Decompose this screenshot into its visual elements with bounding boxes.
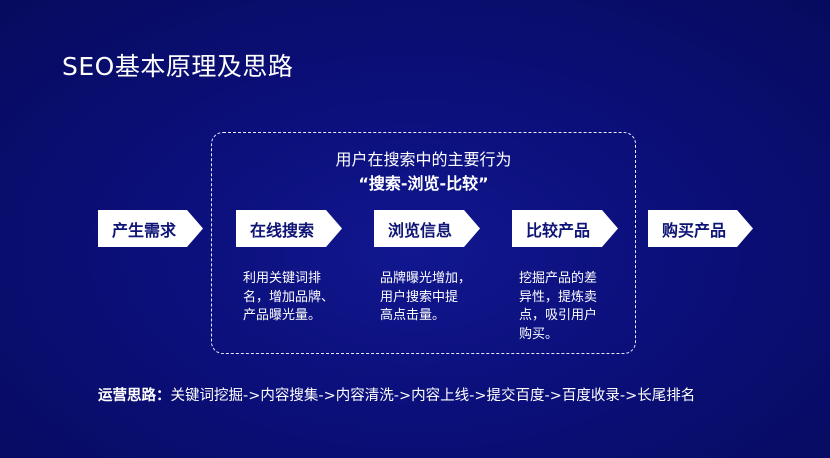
group-subtitle: “搜索-浏览-比较” [358, 174, 489, 193]
description-line: 用户搜索中提 [380, 289, 459, 305]
step-label: 产生需求 [112, 220, 177, 240]
description-line: 利用关键词排 [243, 271, 322, 286]
search-description: 利用关键词排 名，增加品牌、 产品曝光量。 [243, 270, 334, 326]
browse-description: 品牌曝光增加， 用户搜索中提 高点击量。 [380, 270, 471, 326]
page-title: SEO基本原理及思路 [62, 52, 294, 81]
step-label: 购买产品 [662, 220, 727, 240]
step-arrow-compare: 比较产品 [512, 210, 618, 247]
description-line: 挖掘产品的差 [519, 271, 598, 286]
user-behavior-group [211, 132, 636, 354]
strategy-text: 关键词挖掘->内容搜集->内容清洗->内容上线->提交百度->百度收录->长尾排… [170, 388, 696, 404]
strategy-label: 运营思路： [98, 388, 171, 404]
step-arrow-need: 产生需求 [98, 210, 203, 247]
step-label: 浏览信息 [388, 220, 453, 240]
description-line: 名，增加品牌、 [243, 289, 335, 305]
step-arrow-browse: 浏览信息 [374, 210, 480, 247]
description-line: 购买。 [519, 326, 559, 342]
step-arrow-purchase: 购买产品 [648, 210, 753, 247]
description-line: 产品曝光量。 [243, 308, 322, 323]
step-arrow-search: 在线搜索 [236, 210, 342, 247]
group-title: 用户在搜索中的主要行为 [335, 150, 512, 169]
step-label: 在线搜索 [250, 220, 315, 240]
description-line: 品牌曝光增加， [380, 271, 472, 286]
description-line: 异性，提炼卖 [519, 289, 598, 305]
step-label: 比较产品 [526, 220, 591, 240]
compare-description: 挖掘产品的差 异性，提炼卖 点，吸引用户 购买。 [519, 270, 597, 344]
description-line: 点，吸引用户 [519, 308, 598, 323]
operation-strategy: 运营思路：关键词挖掘->内容搜集->内容清洗->内容上线->提交百度->百度收录… [98, 384, 695, 405]
description-line: 高点击量。 [380, 308, 446, 323]
